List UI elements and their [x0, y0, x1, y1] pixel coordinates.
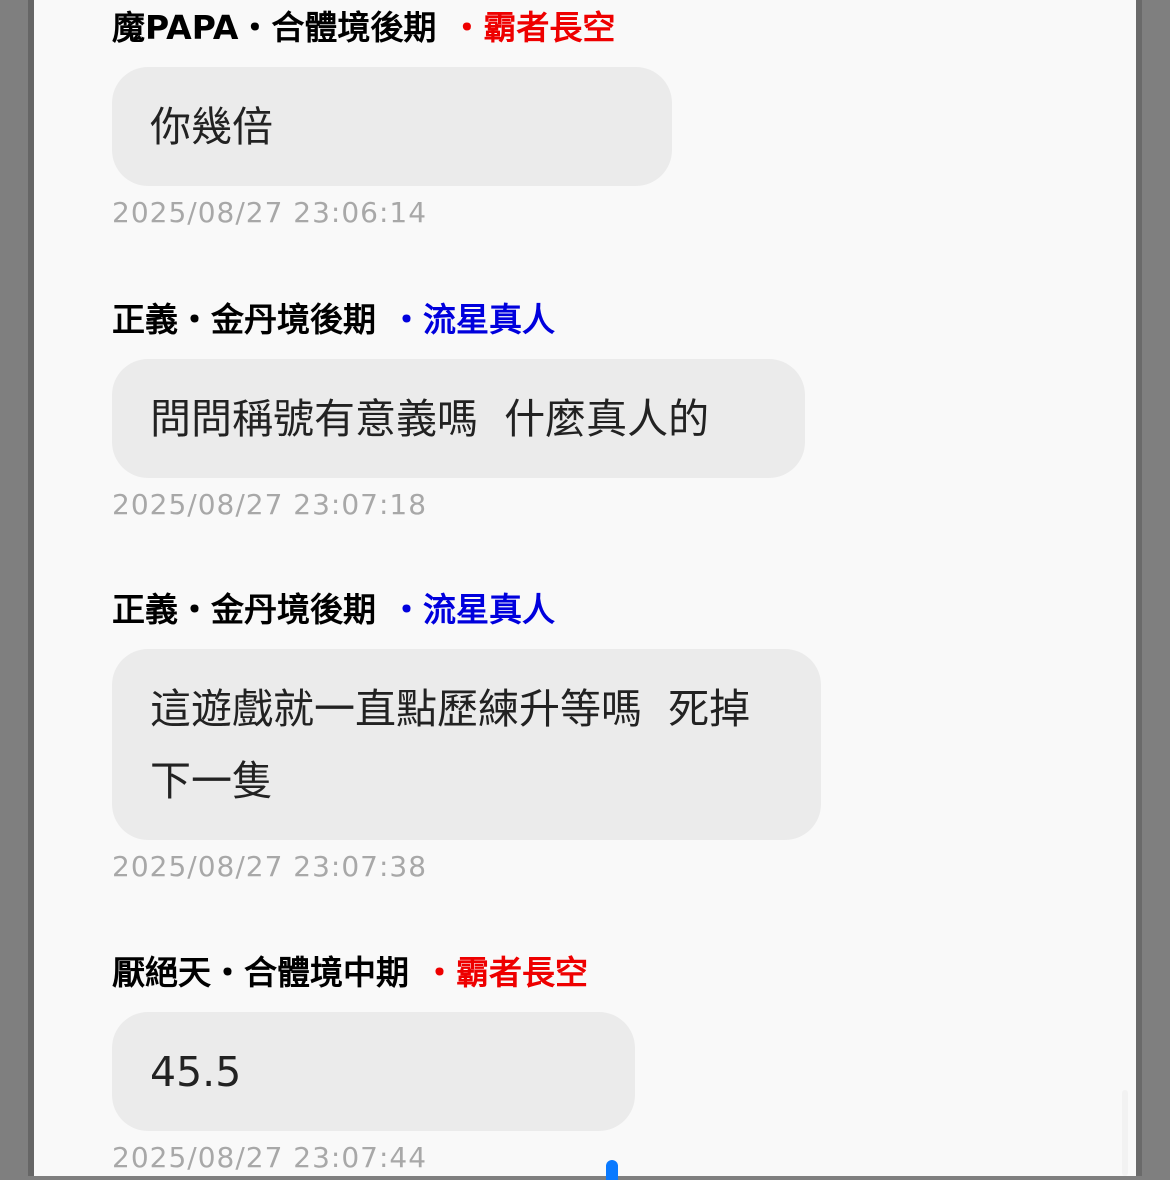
message-header: 魔PAPA・合體境後期・霸者長空 — [112, 7, 672, 49]
chat-message: 魔PAPA・合體境後期・霸者長空 你幾倍 2025/08/27 23:06:14 — [112, 7, 672, 229]
message-timestamp: 2025/08/27 23:06:14 — [112, 196, 428, 229]
chat-message: 正義・金丹境後期・流星真人 這遊戲就一直點歷練升等嗎 死掉下一隻 2025/08… — [112, 589, 821, 883]
message-timestamp: 2025/08/27 23:07:44 — [112, 1141, 428, 1174]
message-timestamp: 2025/08/27 23:07:38 — [112, 850, 428, 883]
message-bubble[interactable]: 45.5 — [112, 1012, 635, 1131]
author-title-tag: ・流星真人 — [390, 590, 555, 629]
message-bubble[interactable]: 問問稱號有意義嗎 什麼真人的 — [112, 359, 805, 478]
author-name[interactable]: 正義・金丹境後期 — [112, 300, 376, 339]
text-cursor-handle[interactable] — [606, 1160, 618, 1180]
message-header: 正義・金丹境後期・流星真人 — [112, 299, 805, 341]
message-timestamp: 2025/08/27 23:07:18 — [112, 488, 428, 521]
message-header: 正義・金丹境後期・流星真人 — [112, 589, 821, 631]
author-name[interactable]: 正義・金丹境後期 — [112, 590, 376, 629]
author-name[interactable]: 魔PAPA・合體境後期 — [112, 8, 437, 47]
author-title-tag: ・霸者長空 — [423, 953, 588, 992]
author-title-tag: ・霸者長空 — [450, 8, 616, 47]
author-title-tag: ・流星真人 — [390, 300, 555, 339]
author-name[interactable]: 厭絕天・合體境中期 — [112, 953, 409, 992]
message-header: 厭絕天・合體境中期・霸者長空 — [112, 952, 635, 994]
chat-message: 正義・金丹境後期・流星真人 問問稱號有意義嗎 什麼真人的 2025/08/27 … — [112, 299, 805, 521]
scrollbar[interactable] — [1122, 1090, 1128, 1176]
message-bubble[interactable]: 你幾倍 — [112, 67, 672, 186]
message-bubble[interactable]: 這遊戲就一直點歷練升等嗎 死掉下一隻 — [112, 649, 821, 840]
chat-panel: 魔PAPA・合體境後期・霸者長空 你幾倍 2025/08/27 23:06:14… — [28, 0, 1142, 1176]
chat-message: 厭絕天・合體境中期・霸者長空 45.5 2025/08/27 23:07:44 — [112, 952, 635, 1174]
